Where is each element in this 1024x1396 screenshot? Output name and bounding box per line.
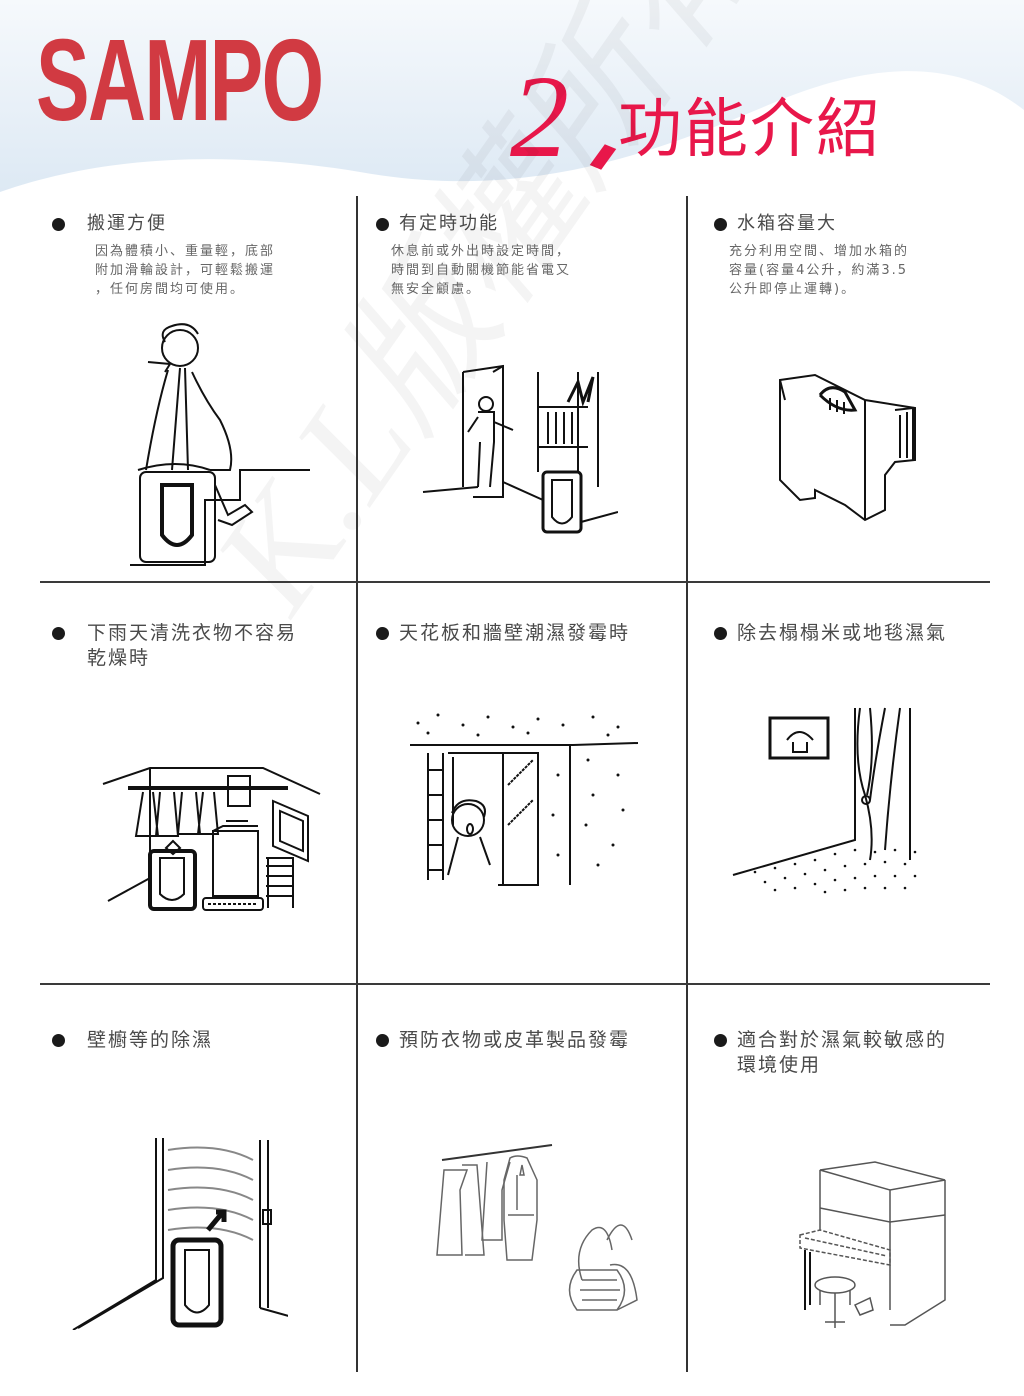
- woman-carrying-dehumidifier-illustration: [130, 323, 310, 566]
- bullet-icon: [52, 627, 65, 640]
- feature-cell: 預防衣物或皮革製品發霉: [376, 1028, 686, 1053]
- feature-title: 適合對於濕氣較敏感的 環境使用: [737, 1029, 948, 1076]
- feature-cell: 除去榻榻米或地毯濕氣: [714, 621, 1014, 646]
- feature-description: 因為體積小、重量輕，底部 附加滑輪設計，可輕鬆搬運 ，任何房間均可使用。: [95, 244, 276, 297]
- feature-cell: 壁櫥等的除濕: [52, 1028, 352, 1053]
- feature-title: 下雨天清洗衣物不容易 乾燥時: [87, 622, 298, 669]
- feature-cell: 水箱容量大 充分利用空間、增加水箱的 容量(容量4公升，約滿3.5 公升即停止運…: [714, 212, 1014, 299]
- grid-divider-horizontal-2: [40, 983, 990, 985]
- feature-cell: 有定時功能 休息前或外出時設定時間， 時間到自動關機節能省電又 無安全顧慮。: [376, 212, 676, 299]
- water-tank-illustration: [779, 373, 916, 522]
- moldy-wall-window-illustration: [410, 713, 639, 886]
- feature-cell: 下雨天清洗衣物不容易 乾燥時: [52, 621, 352, 671]
- bullet-icon: [714, 218, 727, 231]
- grid-divider-horizontal-1: [40, 581, 990, 583]
- piano-illustration: [799, 1161, 946, 1328]
- closet-dehumidifier-illustration: [72, 1138, 288, 1330]
- section-number: 2: [510, 51, 569, 182]
- bullet-icon: [376, 627, 389, 640]
- brand-logo: SAMPO: [36, 14, 324, 145]
- feature-title: 除去榻榻米或地毯濕氣: [737, 622, 948, 644]
- feature-title: 預防衣物或皮革製品發霉: [399, 1029, 631, 1051]
- clothes-and-bags-illustration: [436, 1144, 638, 1311]
- bullet-icon: [376, 1034, 389, 1047]
- feature-title: 天花板和牆壁潮濕發霉時: [399, 622, 631, 644]
- feature-title: 搬運方便: [87, 213, 167, 234]
- bullet-icon: [52, 1034, 65, 1047]
- feature-cell: 搬運方便 因為體積小、重量輕，底部 附加滑輪設計，可輕鬆搬運 ，任何房間均可使用…: [52, 212, 342, 299]
- feature-title: 水箱容量大: [737, 213, 837, 234]
- bullet-icon: [376, 218, 389, 231]
- laundry-room-illustration: [102, 767, 321, 911]
- man-at-door-illustration: [422, 364, 618, 534]
- bullet-icon: [714, 627, 727, 640]
- feature-description: 充分利用空間、增加水箱的 容量(容量4公升，約滿3.5 公升即停止運轉)。: [729, 244, 910, 297]
- feature-title: 有定時功能: [399, 213, 499, 234]
- header-wave-background: [0, 0, 1024, 192]
- carpet-corner-illustration: [732, 707, 917, 894]
- feature-cell: 天花板和牆壁潮濕發霉時: [376, 621, 686, 646]
- section-title: 功能介紹: [618, 93, 882, 167]
- grid-divider-vertical-1: [356, 196, 358, 1372]
- feature-cell: 適合對於濕氣較敏感的 環境使用: [714, 1028, 1014, 1078]
- bullet-icon: [714, 1034, 727, 1047]
- feature-title: 壁櫥等的除濕: [87, 1029, 214, 1051]
- feature-description: 休息前或外出時設定時間， 時間到自動關機節能省電又 無安全顧慮。: [391, 244, 572, 297]
- grid-divider-vertical-2: [686, 196, 688, 1372]
- bullet-icon: [52, 218, 65, 231]
